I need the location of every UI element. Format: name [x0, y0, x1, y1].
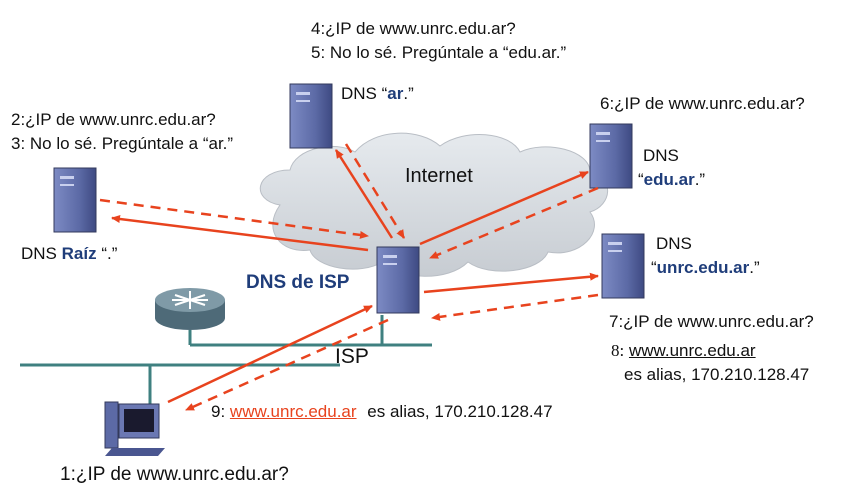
dns-edu-label: DNS — [643, 146, 679, 165]
step-5-label: 5: No lo sé. Pregúntale a “edu.ar.” — [311, 43, 567, 62]
query-arrows — [111, 149, 599, 404]
internet-label: Internet — [405, 165, 473, 187]
step-2-label: 2:¿IP de www.unrc.edu.ar? — [11, 110, 216, 129]
dns-edu-name-line: “edu.ar.” — [638, 170, 705, 190]
step-8-number: 8: — [611, 341, 625, 360]
dns-unrc-label: DNS — [656, 234, 692, 253]
step-1-label: 1:¿IP de www.unrc.edu.ar? — [60, 464, 289, 485]
step-9-url: www.unrc.edu.ar — [229, 402, 357, 421]
isp-network-label: ISP — [335, 345, 369, 368]
computer-icon — [104, 401, 165, 456]
step-4-label: 4:¿IP de www.unrc.edu.ar? — [311, 19, 516, 38]
server-icon-ar — [289, 83, 333, 149]
server-icon-unrc — [601, 233, 645, 299]
step-8-answer: es alias, 170.210.128.47 — [624, 365, 810, 384]
dns-edu-open: “ — [638, 170, 644, 189]
server-icon-isp — [376, 246, 420, 314]
step-6-label: 6:¿IP de www.unrc.edu.ar? — [600, 94, 805, 113]
reply-arrows — [99, 143, 599, 412]
dns-root-suffix: “.” — [101, 244, 118, 263]
dns-unrc-open: “ — [651, 258, 657, 277]
dns-ar-label: DNS “ar.” — [341, 84, 414, 104]
dns-unrc-name: unrc.edu.ar — [656, 258, 750, 277]
dns-unrc-name-line: “unrc.edu.ar.” — [651, 258, 760, 278]
dns-unrc-close: .” — [749, 258, 760, 277]
internet-cloud — [259, 132, 609, 277]
dns-ar-name: ar — [387, 84, 404, 103]
dns-edu-name: edu.ar — [643, 170, 695, 189]
dns-root-prefix: DNS — [21, 244, 57, 263]
dns-edu-close: .” — [694, 170, 706, 189]
step-8-label: 8: www.unrc.edu.ar — [611, 341, 756, 361]
dns-root-name: Raíz — [61, 244, 97, 263]
server-icon-root — [53, 167, 97, 233]
step-9-number: 9: — [211, 402, 226, 421]
step-8-url: www.unrc.edu.ar — [628, 341, 756, 360]
dns-isp-label: DNS de ISP — [246, 272, 350, 293]
step-7-label: 7:¿IP de www.unrc.edu.ar? — [609, 312, 814, 331]
step-9-answer: es alias, 170.210.128.47 — [367, 402, 553, 421]
router-icon — [155, 288, 225, 330]
step-3-label: 3: No lo sé. Pregúntale a “ar.” — [11, 134, 234, 153]
server-icon-edu — [589, 123, 633, 189]
dns-ar-suffix: .” — [403, 84, 414, 103]
dns-root-label: DNS Raíz “.” — [21, 244, 117, 264]
step-9-label: 9: www.unrc.edu.ar es alias, 170.210.128… — [211, 402, 553, 422]
dns-ar-prefix: DNS “ — [341, 84, 388, 103]
